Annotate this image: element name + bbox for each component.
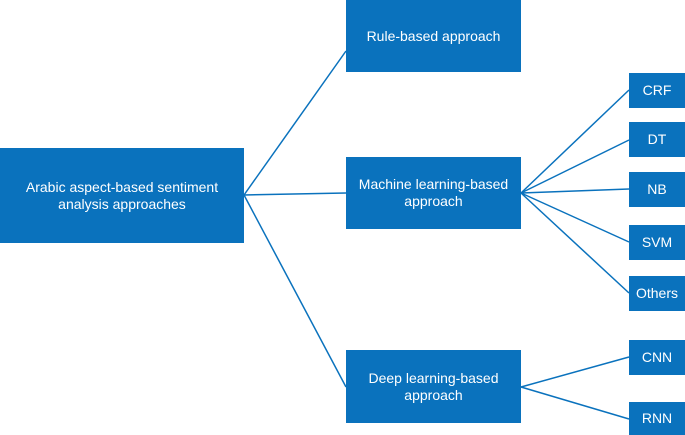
deep-learning-node: Deep learning-based approach	[346, 350, 521, 423]
method-dt-node: DT	[629, 122, 685, 157]
method-others-node: Others	[629, 276, 685, 311]
edge-root-rule	[243, 50, 347, 196]
method-nb-node: NB	[629, 172, 685, 207]
edge-ml-svm	[520, 192, 630, 243]
rule-based-node: Rule-based approach	[346, 0, 521, 72]
edge-root-dl	[243, 194, 347, 388]
method-svm-node: SVM	[629, 225, 685, 260]
method-cnn-node: CNN	[629, 340, 685, 375]
edge-dl-rnn	[520, 386, 630, 420]
machine-learning-node: Machine learning-based approach	[346, 157, 521, 229]
edge-dl-cnn	[520, 356, 630, 388]
method-crf-node: CRF	[629, 73, 685, 108]
edge-ml-crf	[520, 89, 630, 194]
edge-ml-nb	[520, 188, 630, 194]
edge-ml-others	[520, 192, 630, 294]
edge-root-ml	[243, 192, 347, 196]
method-rnn-node: RNN	[629, 402, 685, 435]
edge-ml-dt	[520, 139, 630, 194]
root-node: Arabic aspect-based sentiment analysis a…	[0, 148, 244, 243]
